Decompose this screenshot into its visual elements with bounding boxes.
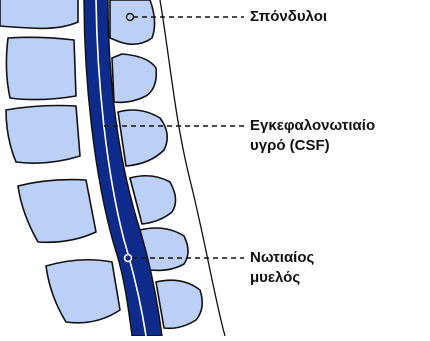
- label-spinal-cord-line-2: μυελός: [250, 268, 314, 288]
- marker-spinal-cord: [125, 255, 132, 262]
- vertebra-2: [6, 37, 76, 99]
- label-csf: Εγκεφαλονωτιαίο υγρό (CSF): [250, 116, 375, 156]
- vertebra-5: [46, 260, 120, 323]
- label-spinal-cord: Νωτιαίος μυελός: [250, 248, 314, 288]
- label-csf-line-2: υγρό (CSF): [250, 136, 375, 156]
- process-6: [156, 280, 202, 328]
- process-2: [112, 54, 156, 102]
- marker-vertebrae: [127, 14, 134, 21]
- label-csf-line-1: Εγκεφαλονωτιαίο: [250, 116, 375, 136]
- label-vertebrae-line-1: Σπόνδυλοι: [250, 7, 327, 27]
- label-spinal-cord-line-1: Νωτιαίος: [250, 248, 314, 268]
- process-1: [110, 0, 155, 44]
- vertebra-3: [6, 106, 80, 164]
- label-vertebrae: Σπόνδυλοι: [250, 7, 327, 27]
- process-3: [118, 110, 167, 166]
- vertebra-4: [18, 180, 96, 243]
- process-4: [130, 176, 176, 224]
- vertebra-1: [0, 0, 78, 28]
